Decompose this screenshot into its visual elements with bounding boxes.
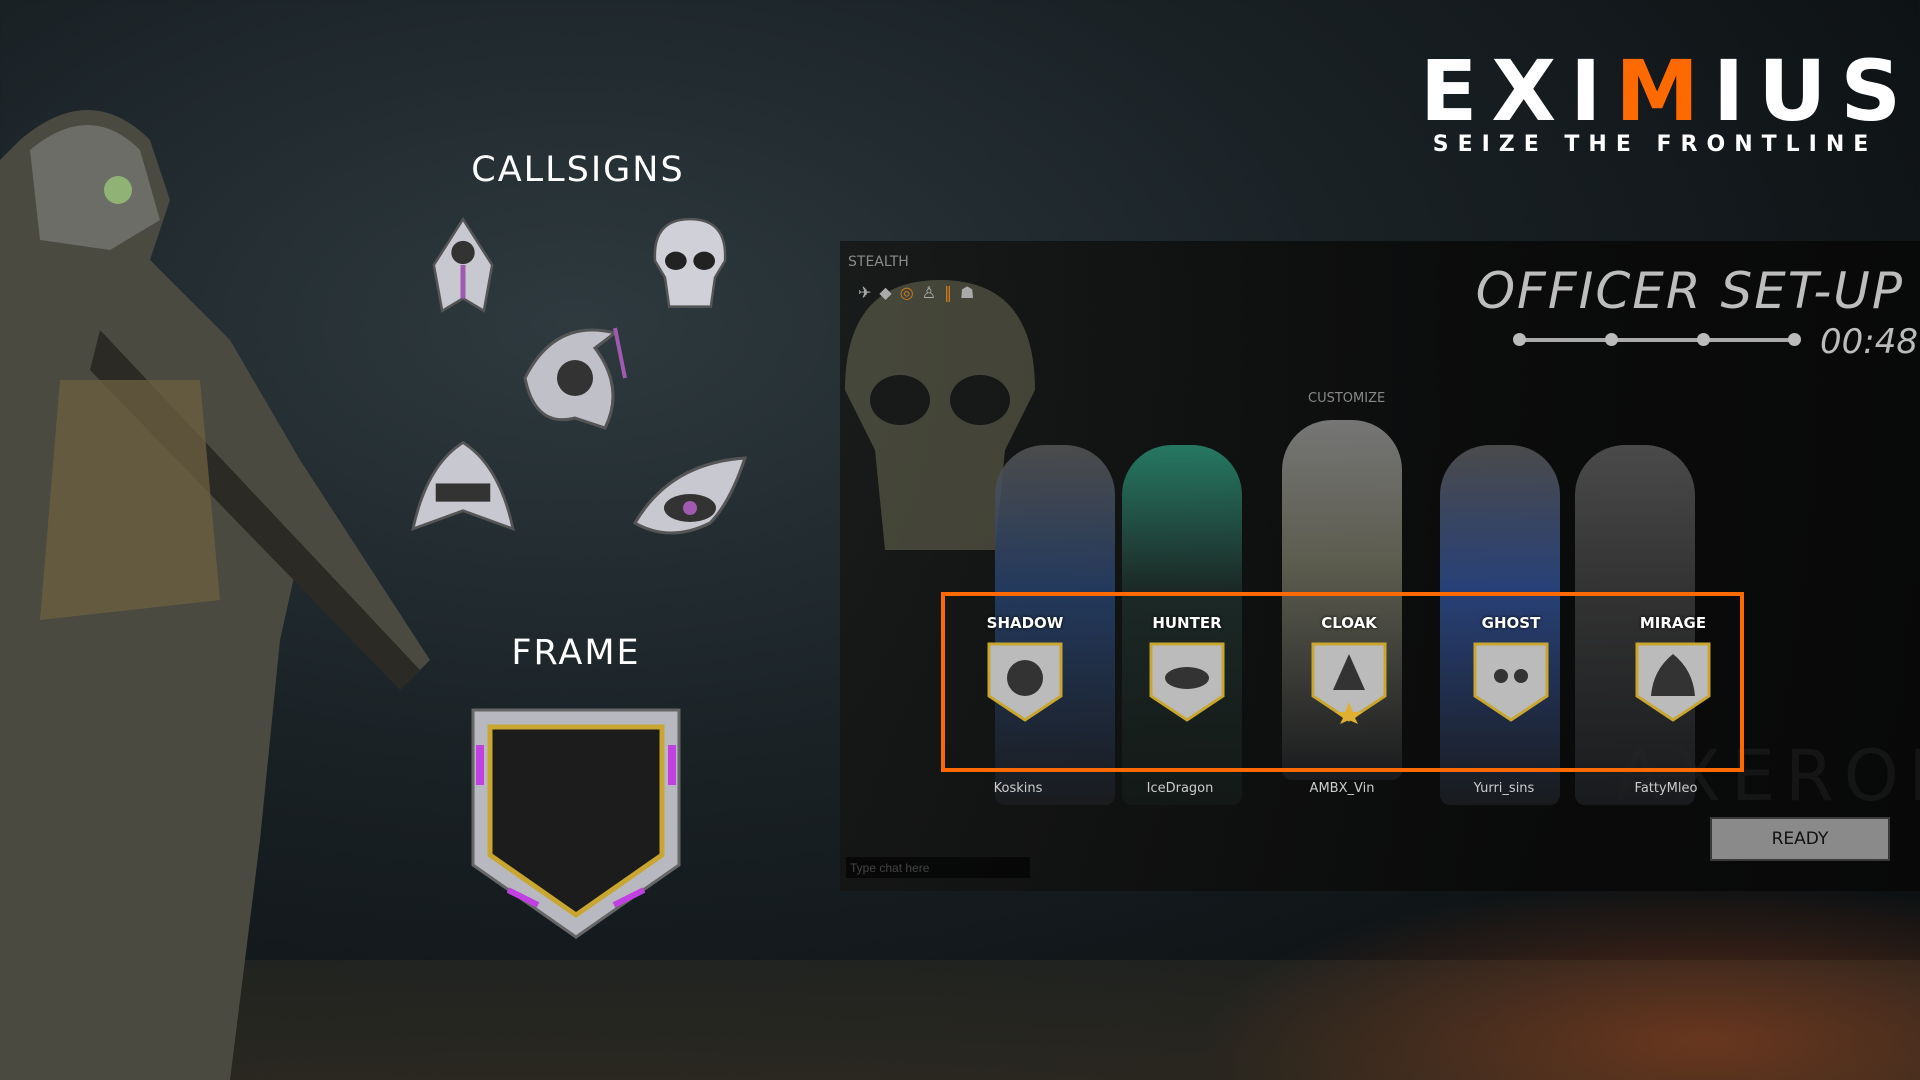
phase-dot (1605, 333, 1618, 346)
character-model (1575, 445, 1695, 805)
barrage-icon[interactable]: ‖ (944, 283, 953, 302)
class-ability-icons: ✈ ◆ ◎ ♙ ‖ ☗ (858, 283, 974, 302)
hood-wings-badge-icon (1311, 642, 1387, 724)
ready-button[interactable]: READY (1710, 817, 1890, 861)
slot-mirage[interactable]: MIRAGE (1613, 614, 1733, 728)
character-model (1122, 445, 1242, 805)
squad-slots-selection: SHADOW HUNTER CLOAK GHOST MIRAGE (941, 592, 1744, 772)
logo-text: EXI (1420, 42, 1616, 140)
phase-dot (1788, 333, 1801, 346)
slot-cloak[interactable]: CLOAK (1289, 614, 1409, 728)
player-name: Koskins (993, 781, 1043, 796)
soldier-artwork (0, 110, 430, 1080)
callsign-eye-icon[interactable] (630, 448, 750, 548)
drone-icon[interactable]: ✈ (858, 283, 872, 302)
radar-icon[interactable]: ◎ (899, 283, 914, 302)
phase-dot (1513, 333, 1526, 346)
class-category-label: STEALTH (848, 254, 909, 270)
callsign-reaper-hood-icon[interactable] (413, 215, 513, 315)
logo-text-end: IUS (1713, 42, 1915, 140)
countdown-timer: 00:48 (1820, 322, 1918, 362)
callsign-cloak-hood-icon[interactable] (403, 438, 523, 538)
vehicle-icon[interactable]: ◆ (879, 283, 892, 302)
slot-label: MIRAGE (1639, 614, 1707, 632)
callsign-grim-reaper-icon[interactable] (515, 318, 635, 438)
slot-label: CLOAK (1321, 614, 1377, 632)
character-model (995, 445, 1115, 805)
phase-dot (1697, 333, 1710, 346)
squad-icon[interactable]: ☗ (960, 283, 975, 302)
phase-progress-track (1513, 333, 1801, 346)
frame-title: FRAME (511, 633, 641, 673)
slot-label: GHOST (1481, 614, 1541, 632)
logo-accent-letter: M (1615, 42, 1713, 140)
character-model (1440, 445, 1560, 805)
callsign-skull-icon[interactable] (640, 215, 740, 315)
background-fire (1200, 880, 1920, 1080)
callsigns-title: CALLSIGNS (471, 150, 685, 190)
player-name: IceDragon (1146, 781, 1214, 796)
chat-input[interactable] (846, 857, 1030, 878)
frame-shield-icon[interactable] (468, 705, 684, 941)
cloak-badge-icon (1635, 642, 1711, 722)
skull-badge-icon (1473, 642, 1549, 722)
player-name: FattyMleo (1634, 781, 1698, 796)
page-title: OFFICER SET-UP (1475, 262, 1904, 320)
game-logo: EXIMIUS SEIZE THE FRONTLINE (1420, 48, 1901, 157)
slot-ghost[interactable]: GHOST (1451, 614, 1571, 728)
player-name: Yurri_sins (1473, 781, 1535, 796)
player-name: AMBX_Vin (1309, 781, 1375, 796)
logo-tagline: SEIZE THE FRONTLINE (1432, 132, 1878, 157)
eye-badge-icon (1149, 642, 1225, 722)
customize-label[interactable]: CUSTOMIZE (1308, 391, 1386, 406)
slot-shadow[interactable]: SHADOW (965, 614, 1085, 728)
reaper-badge-icon (987, 642, 1063, 722)
figures-icon[interactable]: ♙ (921, 283, 937, 302)
slot-hunter[interactable]: HUNTER (1127, 614, 1247, 728)
slot-label: HUNTER (1152, 614, 1222, 632)
class-skull-emblem-icon (845, 280, 1035, 550)
slot-label: SHADOW (986, 614, 1064, 632)
